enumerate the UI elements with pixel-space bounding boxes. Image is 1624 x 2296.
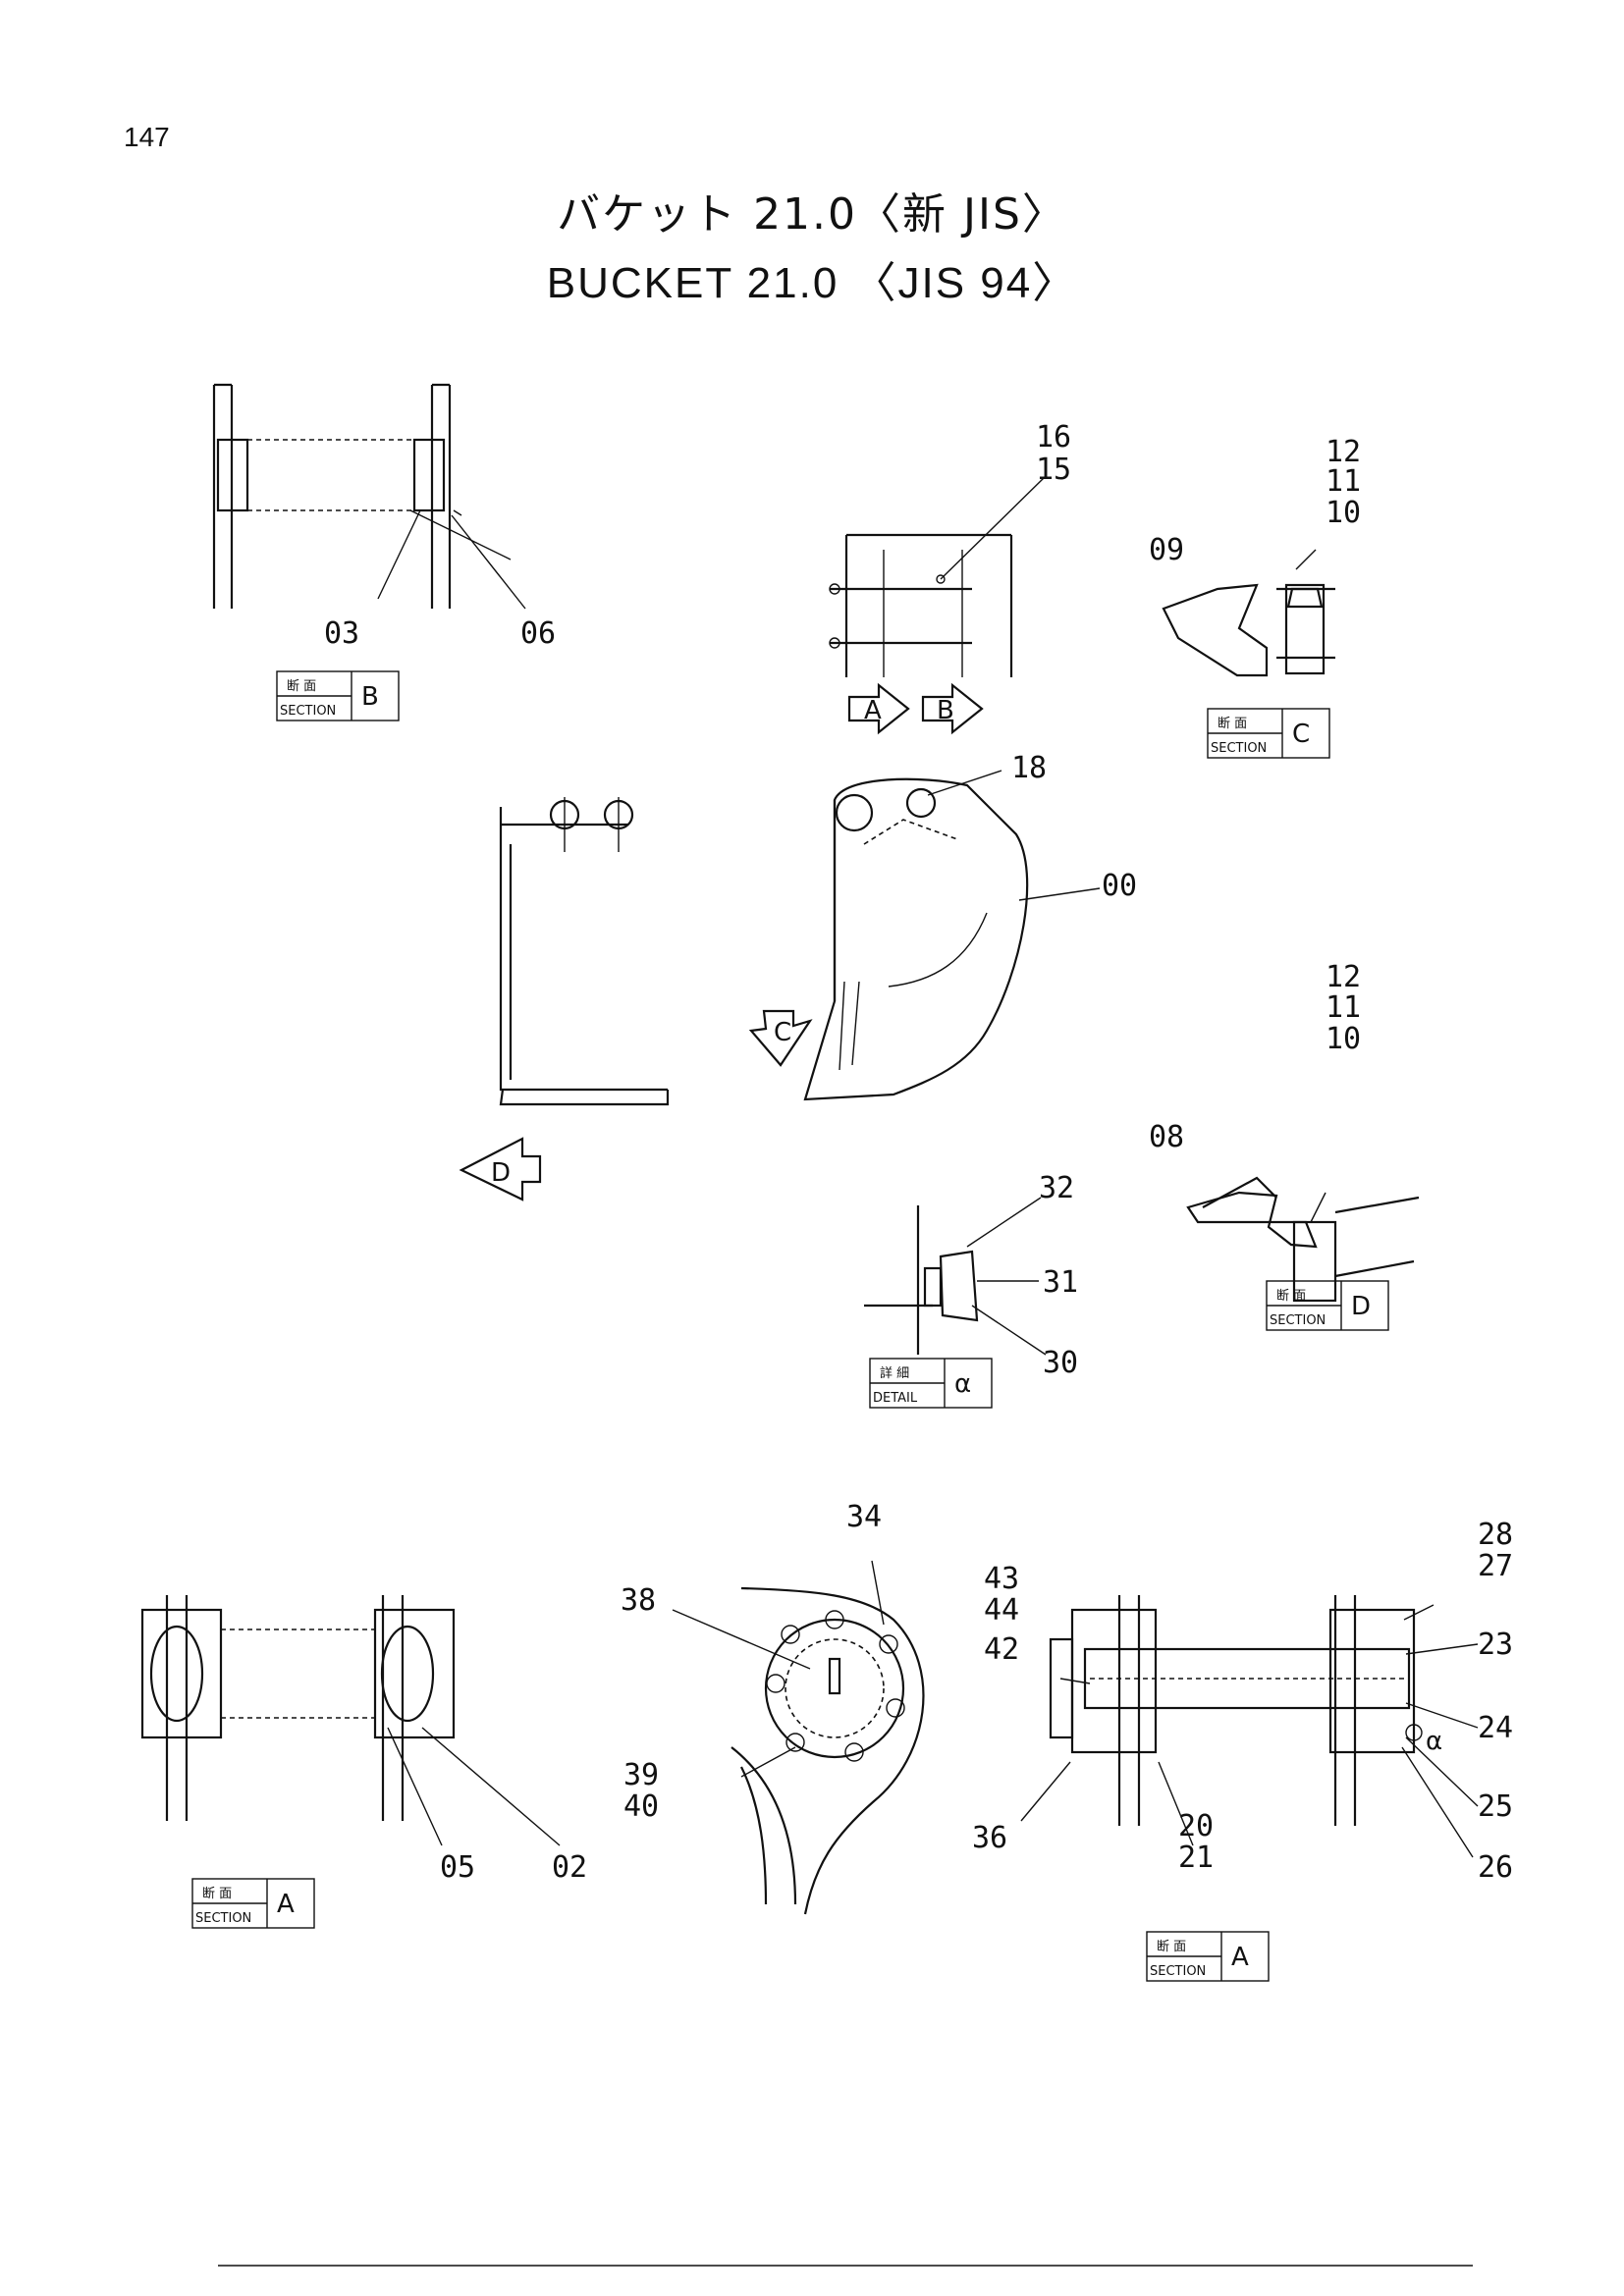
top-pin-view (829, 475, 1047, 677)
section-c-word: SECTION (1211, 741, 1267, 756)
page-title-japanese: バケット 21.0〈新 JIS〉 (557, 189, 1067, 240)
part-label-24: 24 (1478, 1711, 1513, 1745)
view-arrow-b-letter: B (937, 696, 954, 725)
part-label-43: 43 (984, 1562, 1019, 1596)
bucket-front-view (499, 797, 670, 1106)
section-a-left-letter: A (277, 1890, 295, 1919)
part-label-05: 05 (440, 1850, 475, 1885)
part-label-02: 02 (552, 1850, 587, 1885)
section-a-right-kanji: 断 面 (1157, 1940, 1186, 1954)
section-a-left-tag: 断 面 SECTION A (191, 1878, 315, 1929)
section-a-right-word: SECTION (1150, 1964, 1206, 1979)
part-label-11: 11 (1326, 464, 1361, 499)
part-label-20: 20 (1178, 1809, 1214, 1843)
section-a-left-word: SECTION (195, 1911, 251, 1926)
view-arrow-d: D (459, 1137, 542, 1201)
section-b-letter: B (361, 682, 379, 712)
section-a-right-letter: A (1231, 1943, 1249, 1972)
part-label-40: 40 (623, 1789, 659, 1824)
section-d-kanji: 断 面 (1276, 1289, 1306, 1304)
section-a-right-tag: 断 面 SECTION A (1146, 1931, 1270, 1982)
view-arrow-c: C (748, 1009, 813, 1067)
detail-alpha-letter: α (954, 1369, 971, 1399)
part-label-32: 32 (1039, 1171, 1074, 1205)
part-label-31: 31 (1043, 1265, 1078, 1300)
detail-alpha-tag: 詳 細 DETAIL α (869, 1358, 993, 1409)
bolt-circle (766, 1610, 905, 1762)
part-label-26: 26 (1478, 1850, 1513, 1885)
section-b-tag: 断 面 SECTION B (276, 670, 400, 721)
part-label-09: 09 (1149, 533, 1184, 567)
section-d-word: SECTION (1270, 1313, 1326, 1328)
part-label-15: 15 (1036, 453, 1071, 487)
part-label-10-d: 10 (1326, 1022, 1361, 1056)
part-label-28: 28 (1478, 1518, 1513, 1552)
view-arrow-a: A (847, 682, 910, 735)
detail-alpha-kanji: 詳 細 (880, 1365, 909, 1381)
view-arrow-a-letter: A (864, 696, 882, 725)
part-label-34: 34 (846, 1500, 882, 1534)
part-label-12: 12 (1326, 435, 1361, 469)
detail-alpha-word: DETAIL (873, 1391, 918, 1406)
part-label-08: 08 (1149, 1120, 1184, 1154)
part-label-44: 44 (984, 1593, 1019, 1628)
part-label-00: 00 (1102, 869, 1137, 903)
part-label-39: 39 (623, 1758, 659, 1792)
part-label-11-d: 11 (1326, 990, 1361, 1025)
section-b-word: SECTION (280, 704, 336, 719)
part-label-10: 10 (1326, 496, 1361, 530)
part-label-30: 30 (1043, 1346, 1078, 1380)
bucket-side-view (803, 770, 1101, 1101)
section-d-tag: 断 面 SECTION D (1266, 1280, 1389, 1331)
part-label-38: 38 (621, 1583, 656, 1618)
view-arrow-c-letter: C (774, 1018, 791, 1047)
part-label-12-d: 12 (1326, 960, 1361, 994)
page-title-english: BUCKET 21.0 〈JIS 94〉 (546, 259, 1078, 307)
detail-alpha-view (864, 1197, 1047, 1356)
section-d-letter: D (1351, 1292, 1371, 1321)
section-c-kanji: 断 面 (1218, 717, 1247, 731)
part-label-25: 25 (1478, 1789, 1513, 1824)
section-b-kanji: 断 面 (287, 679, 316, 694)
section-c-tag: 断 面 SECTION C (1207, 708, 1330, 759)
section-a-right-view (1020, 1595, 1479, 1858)
part-label-06: 06 (520, 616, 556, 651)
part-label-23: 23 (1478, 1628, 1513, 1662)
section-a-left-view (140, 1595, 561, 1846)
part-label-21: 21 (1178, 1841, 1214, 1875)
part-label-03: 03 (324, 616, 359, 651)
section-c-view (1162, 549, 1335, 677)
page-number: 147 (124, 122, 170, 152)
view-arrow-b: B (921, 682, 984, 735)
part-label-42: 42 (984, 1632, 1019, 1667)
section-d-view (1186, 1176, 1420, 1303)
view-arrow-d-letter: D (491, 1158, 511, 1188)
part-label-36: 36 (972, 1821, 1007, 1855)
section-c-letter: C (1292, 720, 1310, 749)
alpha-callout: α (1426, 1727, 1442, 1756)
section-a-left-kanji: 断 面 (202, 1887, 232, 1901)
part-label-16: 16 (1036, 420, 1071, 454)
section-b-view (212, 383, 526, 610)
part-label-18: 18 (1011, 751, 1047, 785)
part-label-27: 27 (1478, 1549, 1513, 1583)
boss-flange-view (672, 1560, 925, 1915)
